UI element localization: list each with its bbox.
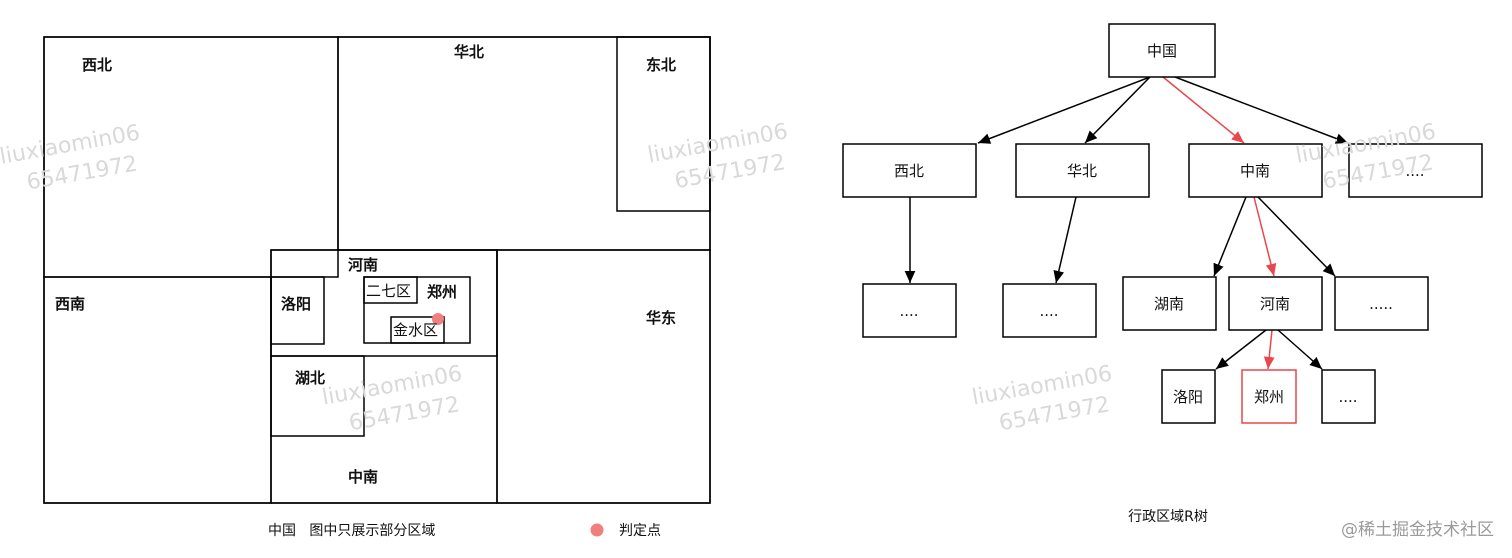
label-luoyang: 洛阳	[281, 295, 311, 313]
region-box-dongbei	[616, 36, 711, 212]
label-zhongnan: 中南	[348, 468, 378, 486]
decision-point	[432, 313, 444, 325]
edge-zhongnan-more	[1257, 196, 1336, 277]
node-root	[1108, 23, 1216, 78]
node-huabei-label: 华北	[1067, 162, 1097, 180]
map-labels: 西北 华北 东北 西南 华东 河南 洛阳 二七区 郑州 金水区 湖北 中南	[55, 43, 676, 486]
node-huabei-child-label: ....	[1039, 302, 1058, 320]
node-level1-more	[1348, 143, 1483, 198]
node-huabei-child	[1002, 283, 1097, 338]
node-zhongnan	[1188, 143, 1323, 198]
node-xibei-label: 西北	[894, 162, 924, 180]
edge-zhongnan-hunan	[1213, 196, 1247, 277]
node-zhongnan-more-label: .....	[1369, 295, 1393, 313]
edge-root-huabei	[1084, 76, 1151, 144]
region-box-hubei	[270, 355, 365, 437]
node-hunan	[1122, 276, 1217, 331]
label-xibei: 西北	[82, 56, 112, 74]
map-caption: 中国 图中只展示部分区域	[268, 523, 435, 539]
label-zhengzhou: 郑州	[427, 283, 457, 301]
label-henan: 河南	[348, 256, 378, 274]
label-erqiqu: 二七区	[366, 282, 411, 300]
legend-point-icon	[590, 523, 604, 537]
node-xibei-child	[862, 283, 957, 338]
node-xibei	[842, 143, 977, 198]
tree-caption: 行政区域R树	[1128, 509, 1208, 525]
edge-root-zhongnan	[1162, 76, 1245, 144]
node-henan	[1228, 276, 1323, 331]
edge-henan-luoyang	[1215, 329, 1267, 370]
node-zhongnan-more	[1334, 276, 1429, 331]
tree-nodes	[842, 23, 1483, 424]
node-henan-more	[1321, 369, 1376, 424]
edge-huabei-child	[1053, 196, 1077, 284]
node-huabei	[1015, 143, 1150, 198]
edge-henan-more	[1277, 329, 1323, 370]
region-box-jinshuiqu	[390, 316, 445, 344]
region-box-huadong	[496, 249, 711, 504]
label-huabei: 华北	[454, 43, 484, 61]
edge-root-xibei	[977, 76, 1151, 144]
label-xinan: 西南	[55, 295, 85, 313]
node-henan-label: 河南	[1260, 295, 1290, 313]
edge-henan-zhengzhou	[1263, 329, 1275, 370]
node-xibei-child-label: ....	[899, 302, 918, 320]
label-huadong: 华东	[646, 309, 676, 327]
node-luoyang-label: 洛阳	[1173, 388, 1203, 406]
node-luoyang	[1161, 369, 1216, 424]
label-hubei: 湖北	[295, 369, 325, 387]
tree-edges	[904, 76, 1349, 370]
label-dongbei: 东北	[646, 56, 676, 74]
edge-zhongnan-henan	[1253, 196, 1277, 277]
edge-root-more	[1174, 76, 1349, 144]
label-jinshuiqu: 金水区	[393, 321, 438, 339]
brand-watermark: @稀土掘金技术社区	[1341, 520, 1494, 540]
node-zhengzhou-label: 郑州	[1254, 388, 1284, 406]
node-henan-more-label: ....	[1338, 388, 1357, 406]
region-box-erqiqu	[363, 276, 418, 304]
node-level1-more-label: ....	[1405, 162, 1424, 180]
node-root-label: 中国	[1147, 42, 1177, 60]
tree-node-labels: 中国 西北 华北 中南 .... .... .... 湖南 河南 ..... 洛…	[894, 42, 1425, 406]
node-hunan-label: 湖南	[1154, 295, 1184, 313]
node-zhengzhou	[1241, 369, 1297, 424]
legend-label: 判定点	[619, 523, 661, 539]
region-box-luoyang	[270, 276, 325, 345]
region-map	[43, 36, 711, 504]
node-zhongnan-label: 中南	[1240, 162, 1270, 180]
